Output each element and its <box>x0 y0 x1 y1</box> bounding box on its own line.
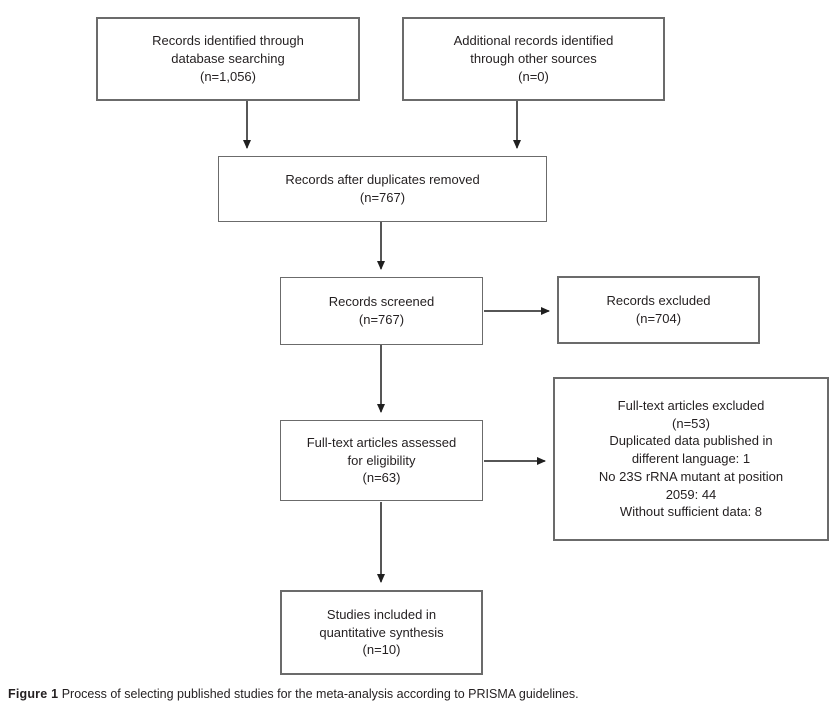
box-duplicates-removed-text: Records after duplicates removed (n=767) <box>285 172 480 205</box>
box-additional-records: Additional records identified through ot… <box>402 17 665 101</box>
box-fulltext-excluded-text: Full-text articles excluded (n=53) Dupli… <box>598 398 784 520</box>
box-records-identified-database-text: Records identified through database sear… <box>152 33 304 84</box>
box-records-screened-text: Records screened (n=767) <box>328 294 435 327</box>
figure-caption-label: Figure 1 <box>8 687 59 701</box>
box-records-excluded-text: Records excluded (n=704) <box>606 293 711 326</box>
box-duplicates-removed: Records after duplicates removed (n=767) <box>218 156 547 222</box>
figure-caption-text: Process of selecting published studies f… <box>61 687 579 701</box>
box-additional-records-text: Additional records identified through ot… <box>453 33 614 84</box>
box-fulltext-excluded: Full-text articles excluded (n=53) Dupli… <box>553 377 829 541</box>
box-fulltext-assessed: Full-text articles assessed for eligibil… <box>280 420 483 501</box>
box-studies-included: Studies included in quantitative synthes… <box>280 590 483 675</box>
box-fulltext-assessed-text: Full-text articles assessed for eligibil… <box>306 434 457 486</box>
box-studies-included-text: Studies included in quantitative synthes… <box>319 606 444 658</box>
figure-caption: Figure 1 Process of selecting published … <box>8 686 579 702</box>
box-records-identified-database: Records identified through database sear… <box>96 17 360 101</box>
box-records-excluded: Records excluded (n=704) <box>557 276 760 344</box>
box-records-screened: Records screened (n=767) <box>280 277 483 345</box>
